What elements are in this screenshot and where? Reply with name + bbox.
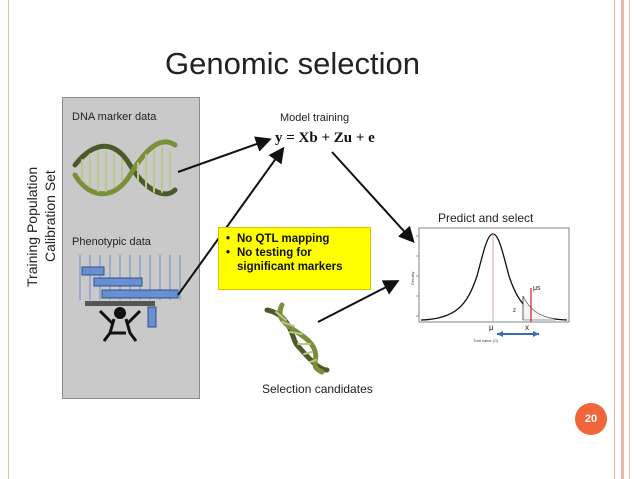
x-label: x: [525, 323, 529, 332]
model-equation: y = Xb + Zu + e: [275, 130, 375, 146]
candidate-dna-helix-icon: [264, 302, 330, 375]
selection-candidates-label: Selection candidates: [262, 382, 373, 396]
arrow-dna-to-model: [177, 136, 272, 173]
callout-bullet: •No testing for significant markers: [226, 247, 343, 273]
z-label: z: [513, 308, 516, 314]
arrow-pheno-to-model: [177, 146, 285, 296]
phenotype-bars-figure: [79, 255, 181, 342]
slide-title: Genomic selection: [165, 46, 421, 81]
arrow-model-to-predict: [331, 151, 415, 243]
mu-s-label: μs: [533, 285, 541, 292]
page-number-badge: 20: [575, 403, 607, 435]
arrow-candidates-to-predict: [317, 280, 400, 323]
slide-frame-right-outer: [629, 0, 630, 479]
slide-frame-right: [614, 0, 615, 479]
dna-marker-label: DNA marker data: [72, 111, 157, 123]
no-qtl-callout: •No QTL mapping •No testing for signific…: [218, 227, 371, 290]
slide-frame-left: [8, 0, 9, 479]
density-axis-label: Density: [410, 272, 415, 285]
slide-frame-right-thick: [621, 0, 624, 479]
phenotypic-label: Phenotypic data: [72, 236, 151, 248]
callout-bullet: •No QTL mapping: [226, 233, 330, 245]
trait-axis-label: Trait value (G): [473, 338, 499, 343]
dna-helix-icon: [72, 139, 178, 197]
training-population-panel: [62, 97, 200, 399]
selection-density-plot: Density μ x z μs Trait value (G): [410, 227, 570, 343]
model-training-label: Model training: [280, 112, 350, 124]
mu-label: μ: [489, 323, 494, 332]
predict-select-label: Predict and select: [438, 211, 534, 225]
